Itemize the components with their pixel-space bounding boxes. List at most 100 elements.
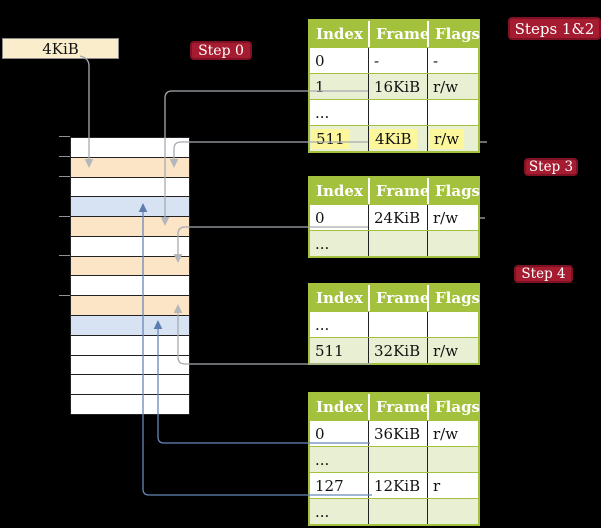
table-cell: r/w (427, 205, 478, 230)
table-cell (427, 447, 478, 472)
cell-text: r/w (429, 128, 465, 149)
table-cell: 4KiB (368, 126, 427, 151)
cell-text: 12KiB (374, 476, 421, 495)
table-cell: 0 (310, 48, 368, 73)
physical-memory-column (70, 137, 190, 415)
memory-row-white (71, 138, 189, 157)
memory-row-white (71, 394, 189, 414)
column-header: Index (316, 182, 363, 200)
memory-row-white (71, 235, 189, 256)
table-row: 0 - - (310, 47, 478, 73)
table-cell: - (427, 48, 478, 73)
cell-text: ... (315, 502, 330, 521)
table-row: ... (310, 230, 478, 256)
table-cell: 0 (310, 205, 368, 230)
table-cell: ... (310, 231, 368, 256)
table-cell: ... (310, 499, 368, 524)
table-cell: 511 (310, 126, 368, 151)
scale-tick (59, 176, 70, 177)
cell-text: 127 (315, 476, 344, 495)
table-cell: r/w (427, 126, 478, 151)
cell-text: r/w (433, 424, 459, 443)
page-size-box: 4KiB (2, 38, 119, 59)
table-cell: 511 (310, 338, 368, 363)
cell-text: 511 (315, 341, 344, 360)
table-cell: 127 (310, 473, 368, 498)
cell-text: 0 (315, 51, 325, 70)
table-cell (368, 312, 427, 337)
table-cell (368, 499, 427, 524)
cell-text: 24KiB (374, 208, 421, 227)
column-header: Flags (427, 21, 480, 47)
scale-tick (59, 136, 70, 137)
cell-text: 1 (315, 77, 325, 96)
cell-text: 16KiB (374, 77, 421, 96)
table-cell (368, 100, 427, 125)
column-header: Index (316, 25, 363, 43)
memory-row-white (71, 334, 189, 355)
table-cell: ... (310, 312, 368, 337)
table-cell: 24KiB (368, 205, 427, 230)
column-header: Frame (368, 21, 429, 47)
cell-text: 4KiB (370, 128, 417, 149)
table-row: ... (310, 311, 478, 337)
cell-text: - (374, 51, 380, 70)
memory-row-blue (71, 196, 189, 217)
memory-row-orange (71, 255, 189, 276)
step-0-label: Step 0 (190, 41, 252, 60)
table-cell: 32KiB (368, 338, 427, 363)
table-cell: r/w (427, 74, 478, 99)
column-header: Frame (368, 178, 429, 204)
column-header: Frame (368, 394, 429, 420)
table-cell: - (368, 48, 427, 73)
table-row: 0 36KiB r/w (310, 420, 478, 446)
cell-text: 0 (315, 208, 325, 227)
cell-text: r (433, 476, 441, 495)
table-row: 1 16KiB r/w (310, 73, 478, 99)
table-row: 0 24KiB r/w (310, 204, 478, 230)
table-cell: 16KiB (368, 74, 427, 99)
table-cell: r/w (427, 421, 478, 446)
table-cell (427, 231, 478, 256)
table-cell: r/w (427, 338, 478, 363)
memory-row-white (71, 354, 189, 375)
scale-tick (59, 156, 70, 157)
cell-text: 0 (315, 424, 325, 443)
table-cell (368, 231, 427, 256)
step-4-label: Step 4 (514, 265, 573, 283)
column-header: Flags (427, 285, 480, 311)
table-row: ... (310, 498, 478, 524)
memory-row-white (71, 275, 189, 296)
table-cell (427, 100, 478, 125)
table-cell (427, 312, 478, 337)
cell-text: ... (315, 450, 330, 469)
steps-1-2-label: Steps 1&2 (508, 17, 601, 40)
cell-text: ... (315, 315, 330, 334)
table-cell: 0 (310, 421, 368, 446)
table-cell (427, 499, 478, 524)
table-cell: r (427, 473, 478, 498)
table-cell: 36KiB (368, 421, 427, 446)
table-row: ... (310, 446, 478, 472)
cell-text: ... (315, 103, 330, 122)
column-header: Index (316, 398, 363, 416)
step-3-label: Step 3 (524, 158, 578, 176)
cell-text: ... (315, 234, 330, 253)
cell-text: - (433, 51, 439, 70)
memory-row-orange (71, 156, 189, 177)
table-cell: 12KiB (368, 473, 427, 498)
cell-text: r/w (433, 77, 459, 96)
scale-tick (59, 216, 70, 217)
column-header: Flags (427, 178, 480, 204)
memory-row-white (71, 374, 189, 395)
memory-row-orange (71, 295, 189, 316)
memory-row-white (71, 176, 189, 197)
memory-row-blue (71, 315, 189, 335)
